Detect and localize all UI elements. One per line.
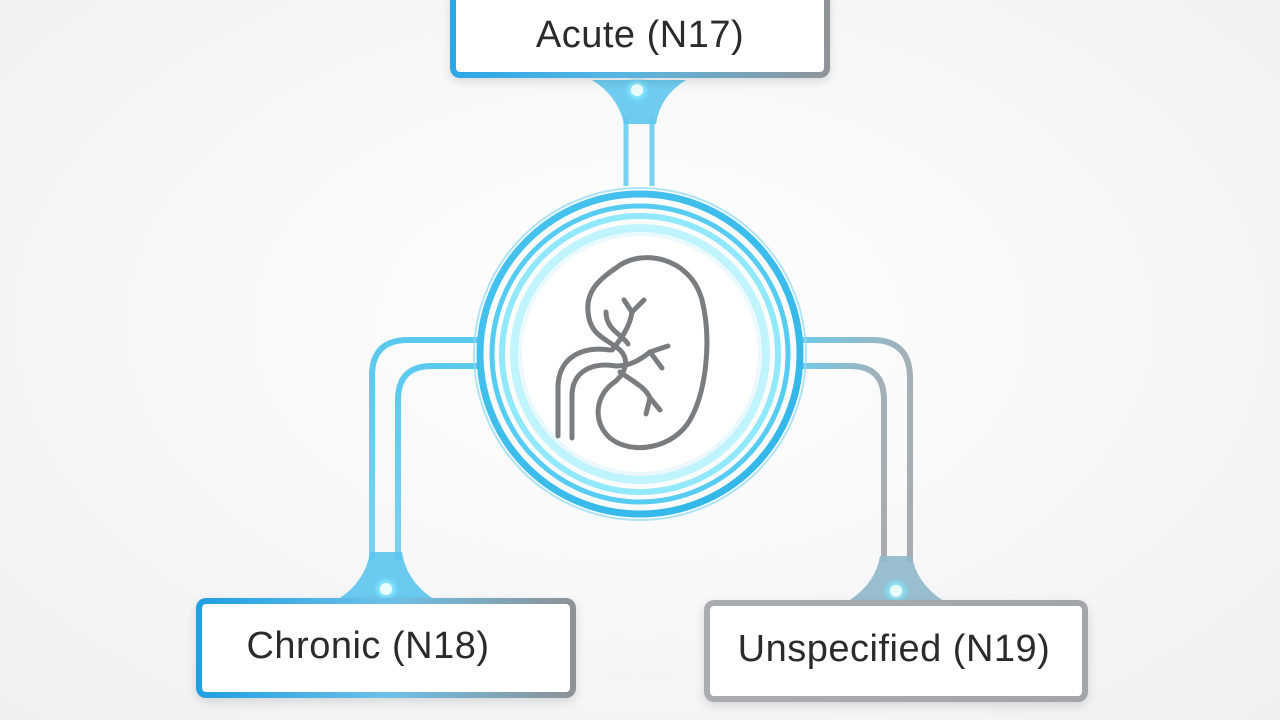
kidney-icon <box>555 255 710 451</box>
node-chronic-label: Chronic (N18) <box>246 624 490 667</box>
node-acute-label: Acute (N17) <box>535 13 745 56</box>
node-chronic[interactable]: Chronic (N18) <box>196 598 576 698</box>
node-acute[interactable]: Acute (N17) <box>450 0 830 78</box>
left-connector <box>340 337 478 603</box>
node-unspecified[interactable]: Unspecified (N19) <box>704 600 1088 702</box>
node-unspecified-label: Unspecified (N19) <box>737 627 1051 670</box>
top-connector <box>592 76 686 186</box>
right-connector <box>800 337 942 605</box>
center-hub <box>473 187 807 521</box>
